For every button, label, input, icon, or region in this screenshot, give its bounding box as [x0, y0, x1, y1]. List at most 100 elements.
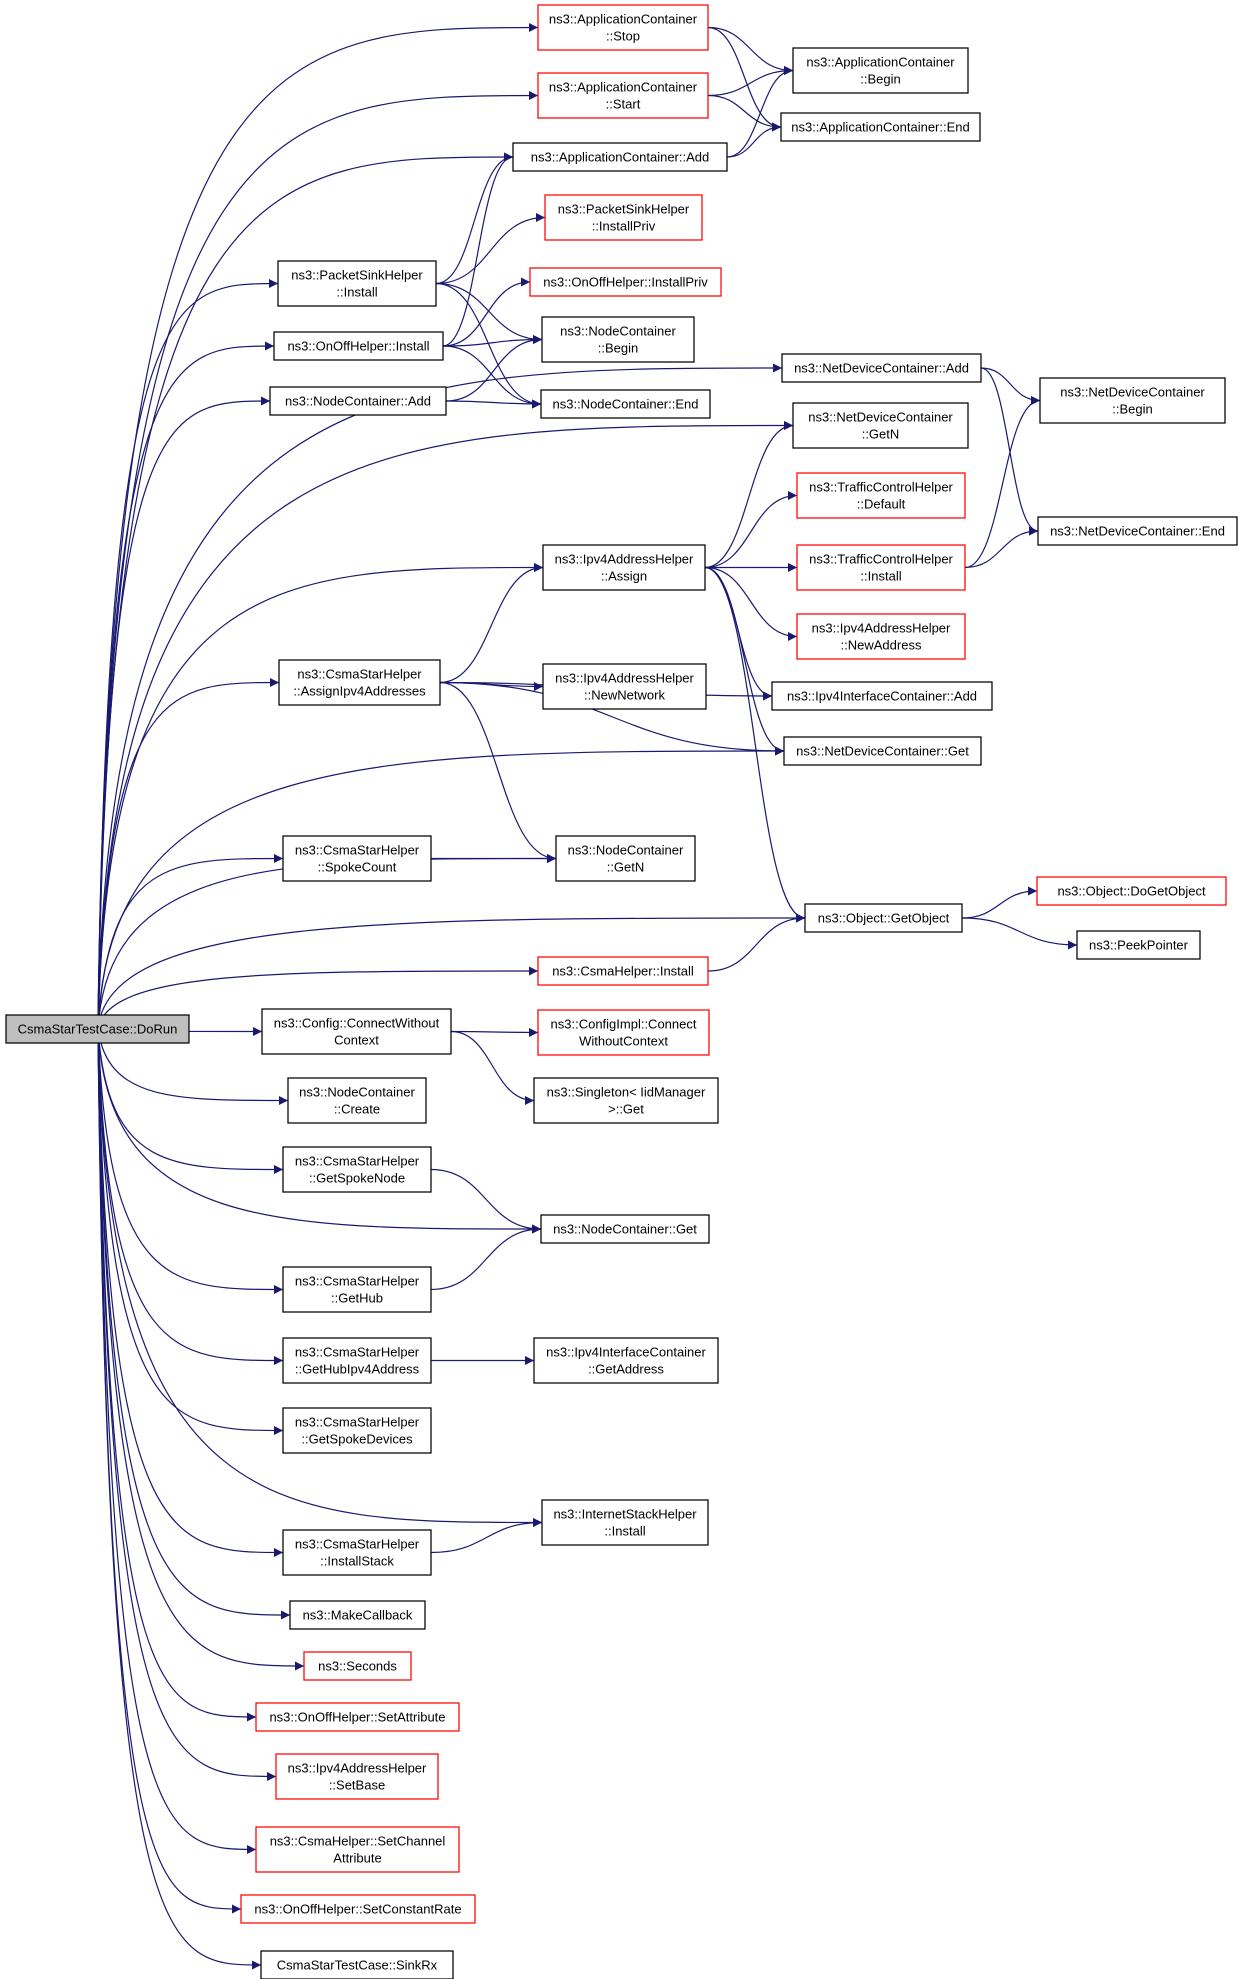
node-box [542, 663, 707, 710]
node-sinkrx[interactable]: CsmaStarTestCase::SinkRx [260, 1950, 454, 1979]
node-ndcend[interactable]: ns3::NetDeviceContainer::End [1037, 516, 1238, 546]
node-ipv4setbase[interactable]: ns3::Ipv4AddressHelper::SetBase [275, 1753, 439, 1800]
node-label: ns3::Ipv4InterfaceContainer::Add [787, 689, 977, 704]
edge-root-to-psinstall [97, 279, 279, 1030]
node-cshgethubipv4[interactable]: ns3::CsmaStarHelper::GetHubIpv4Address [282, 1337, 432, 1384]
node-box [255, 1702, 460, 1732]
node-chinstall[interactable]: ns3::CsmaHelper::Install [537, 956, 709, 986]
edge-psinstall-to-appadd [435, 152, 514, 285]
node-makecallback[interactable]: ns3::MakeCallback [289, 1600, 426, 1630]
edge-ipv4assign-to-tchdefault [704, 491, 798, 569]
node-label: ns3::NodeContainer [560, 324, 676, 339]
node-root[interactable]: CsmaStarTestCase::DoRun [5, 1014, 190, 1044]
node-label: ::GetHub [331, 1291, 383, 1306]
function-nodes: CsmaStarTestCase::DoRun ns3::ApplicationC… [5, 4, 1238, 1979]
node-cshgethub[interactable]: ns3::CsmaStarHelper::GetHub [282, 1266, 432, 1313]
node-box [277, 260, 437, 307]
node-ncgetn[interactable]: ns3::NodeContainer::GetN [555, 835, 696, 882]
node-box [537, 956, 709, 986]
node-cshassign[interactable]: ns3::CsmaStarHelper::AssignIpv4Addresses [278, 659, 441, 706]
node-psinstall[interactable]: ns3::PacketSinkHelper::Install [277, 260, 437, 307]
node-box [282, 1266, 432, 1313]
node-ipv4newaddress[interactable]: ns3::Ipv4AddressHelper::NewAddress [796, 613, 966, 660]
node-appstop[interactable]: ns3::ApplicationContainer::Stop [537, 4, 709, 51]
node-ndcget[interactable]: ns3::NetDeviceContainer::Get [783, 736, 982, 766]
edge-root-to-appstart [97, 91, 539, 1030]
edge-ipv4assign-to-ndcget [704, 566, 785, 756]
node-cshgetspokedevices[interactable]: ns3::CsmaStarHelper::GetSpokeDevices [282, 1407, 432, 1454]
node-tchdefault[interactable]: ns3::TrafficControlHelper::Default [796, 472, 966, 519]
node-label: ::Start [606, 97, 641, 112]
call-edges [97, 23, 1078, 1970]
node-box [541, 316, 695, 363]
node-ndcadd[interactable]: ns3::NetDeviceContainer::Add [781, 353, 982, 383]
node-ooinstall[interactable]: ns3::OnOffHelper::Install [273, 331, 444, 361]
node-ncget[interactable]: ns3::NodeContainer::Get [540, 1214, 710, 1244]
node-label: ::GetSpokeNode [309, 1171, 405, 1186]
node-cshinstallstack[interactable]: ns3::CsmaStarHelper::InstallStack [282, 1529, 432, 1576]
node-box [255, 1826, 460, 1873]
node-ipv4newnetwork[interactable]: ns3::Ipv4AddressHelper::NewNetwork [542, 663, 707, 710]
node-label: CsmaStarTestCase::DoRun [18, 1022, 178, 1037]
node-psinstallpriv[interactable]: ns3::PacketSinkHelper::InstallPriv [544, 194, 703, 241]
node-box [537, 1009, 710, 1056]
node-box [1037, 516, 1238, 546]
node-label: ::Install [604, 1524, 645, 1539]
edge-ooinstall-to-ncbegin [442, 335, 543, 347]
node-label: ns3::OnOffHelper::SetAttribute [269, 1710, 445, 1725]
node-appadd[interactable]: ns3::ApplicationContainer::Add [512, 142, 728, 172]
node-label: ::Begin [598, 341, 638, 356]
node-singletonget[interactable]: ns3::Singleton< IidManager>::Get [533, 1077, 719, 1124]
edge-ncadd-to-ncend [445, 399, 542, 409]
node-ishinstall[interactable]: ns3::InternetStackHelper::Install [541, 1499, 709, 1546]
node-peekpointer[interactable]: ns3::PeekPointer [1076, 930, 1201, 960]
node-label: ns3::NetDeviceContainer [808, 410, 953, 425]
node-oosetconstantrate[interactable]: ns3::OnOffHelper::SetConstantRate [240, 1894, 476, 1924]
edge-tchinstall-to-ndcbegin [964, 396, 1041, 569]
node-ndcgetn[interactable]: ns3::NetDeviceContainer::GetN [792, 402, 969, 449]
node-label: ns3::NodeContainer::Get [553, 1222, 697, 1237]
node-box [289, 1600, 426, 1630]
node-label: ns3::Object::GetObject [818, 911, 950, 926]
node-label: ns3::CsmaStarHelper [295, 1537, 420, 1552]
node-box [540, 1214, 710, 1244]
node-objdogetobject[interactable]: ns3::Object::DoGetObject [1036, 876, 1227, 906]
node-tchinstall[interactable]: ns3::TrafficControlHelper::Install [796, 544, 966, 591]
node-seconds[interactable]: ns3::Seconds [303, 1651, 412, 1681]
node-label: ns3::CsmaStarHelper [295, 1154, 420, 1169]
node-label: ns3::Ipv4AddressHelper [288, 1761, 427, 1776]
node-iicadd[interactable]: ns3::Ipv4InterfaceContainer::Add [771, 681, 993, 711]
node-label: ns3::NetDeviceContainer::End [1050, 524, 1225, 539]
node-iicgetaddress[interactable]: ns3::Ipv4InterfaceContainer::GetAddress [533, 1337, 719, 1384]
node-label: ::Default [857, 497, 906, 512]
node-ncend[interactable]: ns3::NodeContainer::End [540, 389, 711, 419]
node-cshspokecount[interactable]: ns3::CsmaStarHelper::SpokeCount [282, 835, 432, 882]
edge-appstop-to-appbegin [707, 26, 794, 75]
edge-root-to-ncadd [97, 396, 271, 1030]
edge-root-to-sinkrx [97, 1028, 262, 1970]
node-box [796, 544, 966, 591]
node-objgetobject[interactable]: ns3::Object::GetObject [804, 903, 963, 933]
node-append[interactable]: ns3::ApplicationContainer::End [780, 112, 981, 142]
node-oosetattribute[interactable]: ns3::OnOffHelper::SetAttribute [255, 1702, 460, 1732]
node-nccreate[interactable]: ns3::NodeContainer::Create [287, 1077, 427, 1124]
node-label: ::SpokeCount [318, 860, 397, 875]
node-ndcbegin[interactable]: ns3::NetDeviceContainer::Begin [1039, 377, 1226, 424]
node-box [537, 72, 709, 119]
node-cshgetspokenode[interactable]: ns3::CsmaStarHelper::GetSpokeNode [282, 1146, 432, 1193]
node-ncbegin[interactable]: ns3::NodeContainer::Begin [541, 316, 695, 363]
node-label: ::GetAddress [588, 1362, 664, 1377]
node-ooinstallpriv[interactable]: ns3::OnOffHelper::InstallPriv [529, 267, 722, 297]
node-label: ns3::NodeContainer [568, 843, 684, 858]
node-label: CsmaStarTestCase::SinkRx [277, 1958, 438, 1973]
node-label: ::Begin [1112, 402, 1152, 417]
node-ncadd[interactable]: ns3::NodeContainer::Add [269, 386, 447, 416]
node-ipv4assign[interactable]: ns3::Ipv4AddressHelper::Assign [542, 544, 706, 591]
edge-root-to-cshgethub [97, 1028, 284, 1294]
node-label: ::NewNetwork [584, 688, 665, 703]
node-appstart[interactable]: ns3::ApplicationContainer::Start [537, 72, 709, 119]
node-appbegin[interactable]: ns3::ApplicationContainer::Begin [792, 47, 969, 94]
